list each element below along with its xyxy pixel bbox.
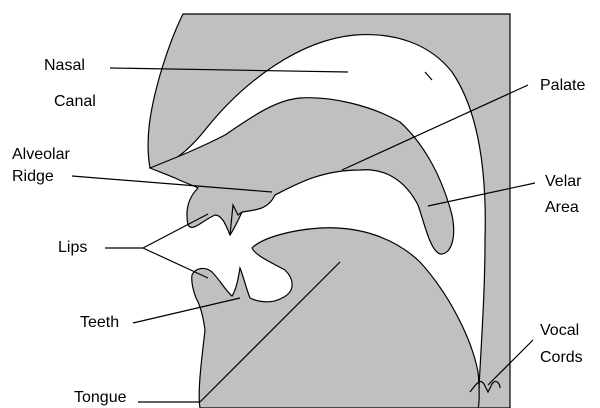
palate-tick — [425, 72, 432, 80]
label-vocal: Vocal — [540, 322, 579, 340]
label-palate: Palate — [540, 77, 585, 95]
label-ridge: Ridge — [12, 168, 54, 186]
label-teeth: Teeth — [80, 314, 119, 332]
label-nasal: Nasal — [44, 57, 85, 75]
label-lips: Lips — [58, 239, 87, 257]
leader-lips-bottom — [143, 248, 208, 278]
label-alveolar: Alveolar — [12, 146, 70, 164]
leader-lips-top — [143, 214, 208, 248]
label-area: Area — [545, 199, 579, 217]
tongue-mass — [192, 228, 479, 408]
label-cords: Cords — [540, 349, 583, 367]
label-canal: Canal — [54, 93, 96, 111]
label-velar: Velar — [545, 173, 581, 191]
label-tongue: Tongue — [74, 389, 127, 407]
